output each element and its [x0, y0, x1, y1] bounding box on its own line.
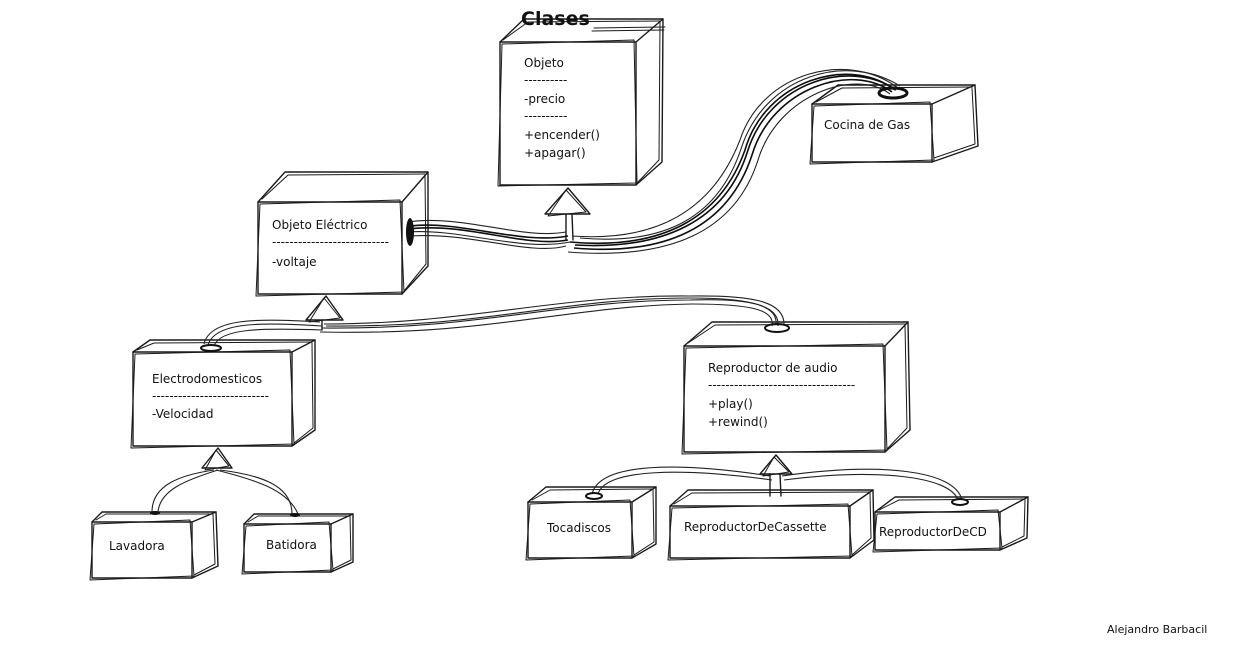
class-name-objeto-electrico: Objeto Eléctrico: [272, 218, 368, 232]
connector-objeto-to-cocina: [567, 68, 901, 254]
class-name-batidora: Batidora: [266, 538, 317, 552]
arrowhead-electrodomesticos: [201, 447, 233, 471]
box-tocadiscos: [525, 486, 657, 561]
separator: ---------------------------: [272, 235, 389, 249]
method-apagar: +apagar(): [524, 146, 586, 160]
plug-tocadiscos: [585, 492, 603, 500]
method-rewind: +rewind(): [708, 415, 768, 429]
class-name-reproductor-de-cassette: ReproductorDeCassette: [684, 520, 827, 534]
class-name-reproductor-de-cd: ReproductorDeCD: [879, 525, 987, 539]
plug-electrodomesticos: [200, 344, 222, 352]
connector-to-batidora: [215, 469, 299, 515]
diagram-title: Clases: [521, 8, 590, 30]
separator: ----------: [524, 109, 568, 123]
title-underline: [591, 26, 666, 32]
method-play: +play(): [708, 397, 753, 411]
connector-to-cd: [781, 468, 963, 501]
class-name-reproductor-de-audio: Reproductor de audio: [708, 361, 838, 375]
attribute-voltaje: -voltaje: [272, 255, 317, 269]
attribute-velocidad: -Velocidad: [152, 407, 214, 421]
box-reproductor-de-audio: [681, 321, 911, 455]
separator: ----------------------------------: [708, 378, 856, 392]
class-name-electrodomesticos: Electrodomesticos: [152, 372, 263, 386]
class-name-tocadiscos: Tocadiscos: [547, 521, 611, 535]
class-name-cocina-de-gas: Cocina de Gas: [824, 118, 911, 132]
box-objeto-electrico: [255, 171, 429, 297]
box-batidora: [241, 513, 354, 575]
plug-batidora: [290, 513, 300, 517]
plug-cd: [951, 498, 969, 506]
class-name-lavadora: Lavadora: [109, 539, 165, 553]
connector-to-electrodomesticos: [203, 319, 323, 347]
connector-objeto-to-objeto-electrico: [407, 219, 571, 249]
plug-lavadora: [150, 511, 160, 515]
box-cocina-de-gas: [809, 84, 979, 165]
plug-cocina-de-gas: [877, 86, 909, 100]
method-encender: +encender(): [524, 128, 600, 142]
connector-to-reproductor-de-audio: [319, 295, 785, 333]
class-name-objeto: Objeto: [524, 56, 564, 70]
author-signature: Alejandro Barbacil: [1107, 623, 1208, 636]
plug-objeto-electrico: [406, 218, 414, 246]
attribute-precio: -precio: [524, 92, 566, 106]
separator: ---------------------------: [152, 389, 269, 403]
box-objeto: [497, 18, 664, 187]
separator: ----------: [524, 73, 568, 87]
box-electrodomesticos: [130, 339, 316, 449]
arrowhead-reproductor-de-audio: [759, 454, 793, 497]
connector-to-lavadora: [151, 469, 219, 513]
arrowhead-objeto: [544, 187, 591, 241]
plug-reproductor-de-audio: [764, 323, 790, 333]
connector-to-tocadiscos: [591, 466, 773, 495]
